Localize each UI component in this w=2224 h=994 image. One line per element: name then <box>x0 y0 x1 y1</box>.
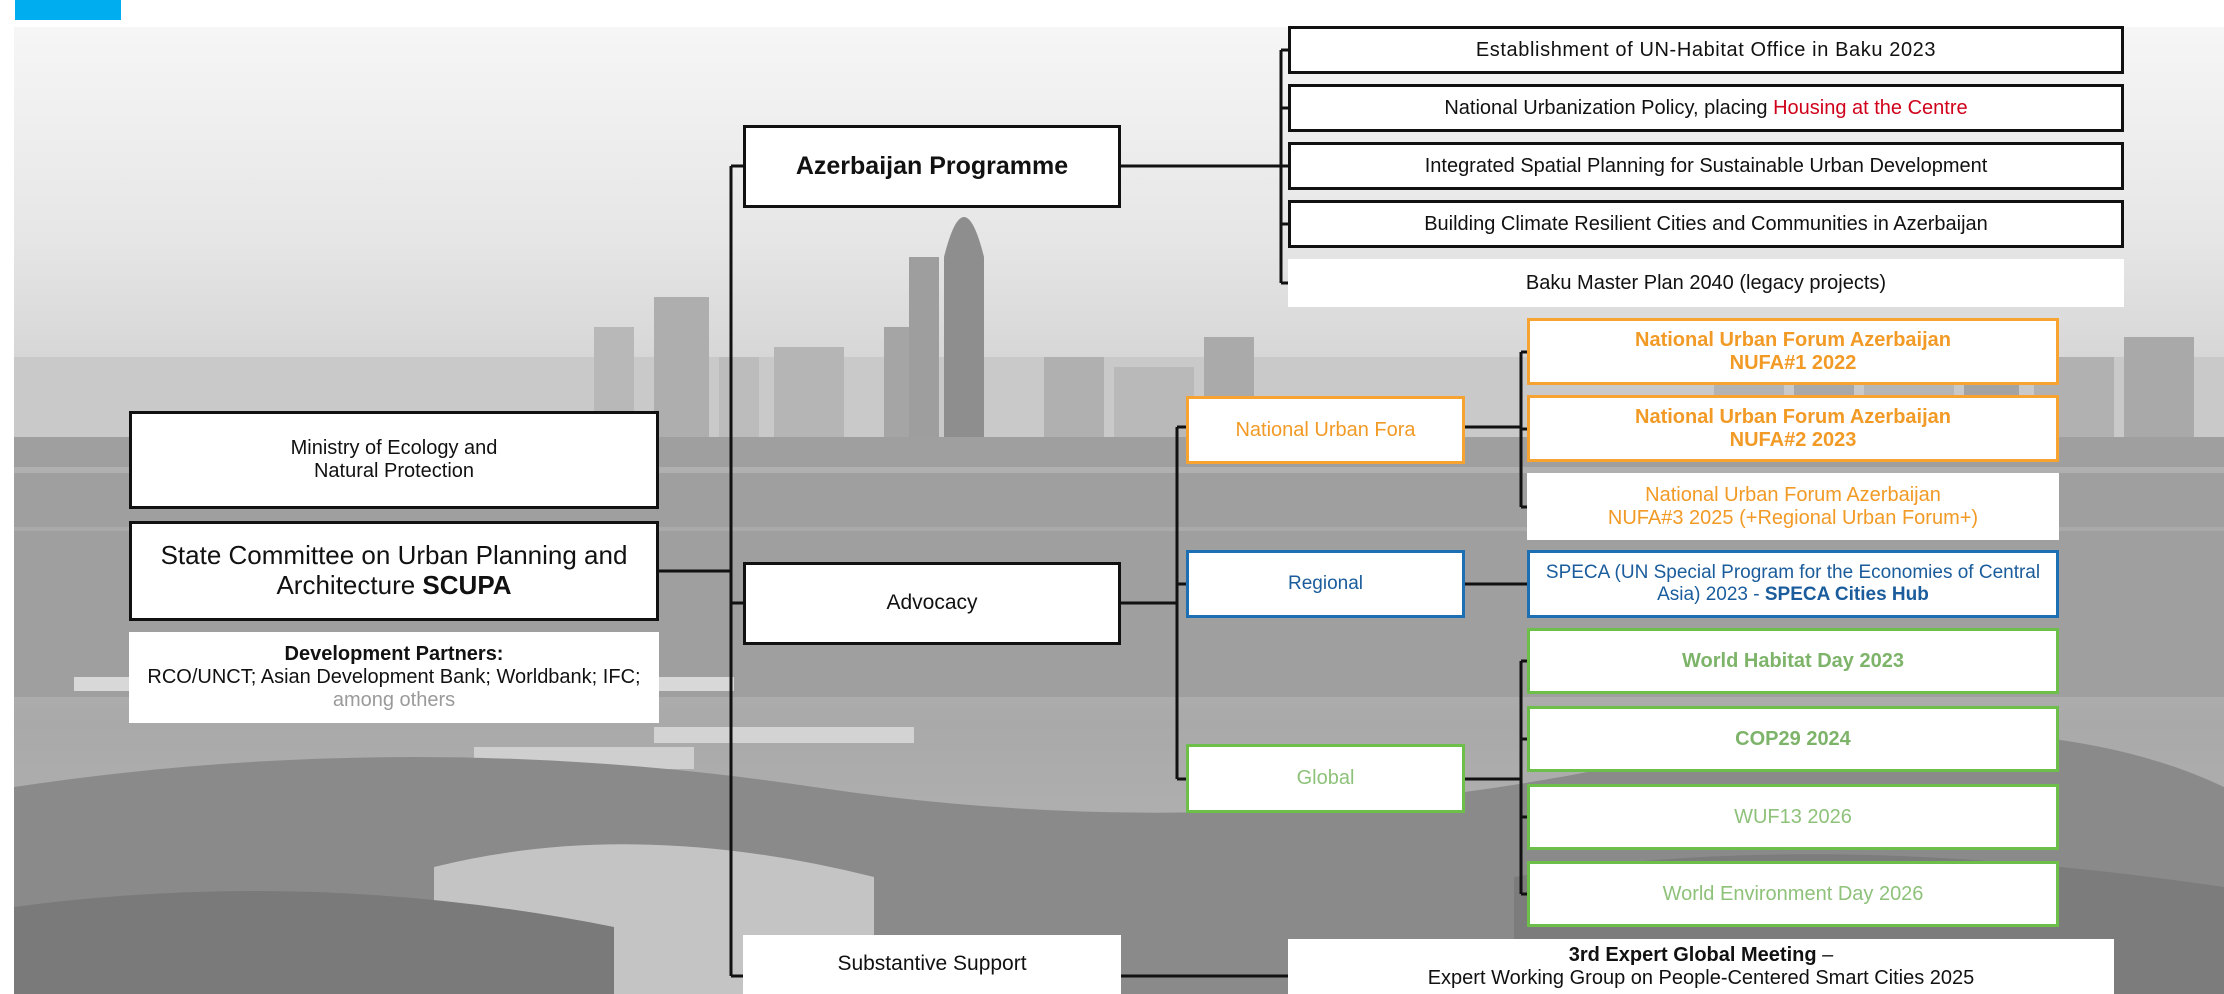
expert-meeting-dash: – <box>1816 943 1834 966</box>
development-partners-box: Development Partners: RCO/UNCT; Asian De… <box>129 632 659 723</box>
wuf13-label: WUF13 2026 <box>1734 805 1852 828</box>
programme-item-spatial-planning-label: Integrated Spatial Planning for Sustaina… <box>1424 154 1988 177</box>
ministry-box: Ministry of Ecology and Natural Protecti… <box>129 411 659 509</box>
scupa-line1: State Committee on Urban Planning and <box>160 540 628 571</box>
global-box: Global <box>1186 744 1465 813</box>
cop29-label: COP29 2024 <box>1735 727 1851 750</box>
cop29-box: COP29 2024 <box>1527 706 2059 772</box>
nufa2-line2: NUFA#2 2023 <box>1729 428 1857 451</box>
nufa3-line2: NUFA#3 2025 (+Regional Urban Forum+) <box>1607 506 1979 529</box>
regional-label: Regional <box>1288 573 1363 595</box>
expert-meeting-line2: Expert Working Group on People-Centered … <box>1427 966 1975 989</box>
programme-item-office: Establishment of UN-Habitat Office in Ba… <box>1288 26 2124 74</box>
scupa-line2: Architecture SCUPA <box>276 570 512 601</box>
accent-bar <box>15 0 121 20</box>
speca-cities-hub: SPECA Cities Hub <box>1764 584 1929 605</box>
speca-box: SPECA (UN Special Program for the Econom… <box>1527 550 2059 618</box>
nufa1-box: National Urban Forum Azerbaijan NUFA#1 2… <box>1527 318 2059 385</box>
programme-item-climate-resilience: Building Climate Resilient Cities and Co… <box>1288 200 2124 248</box>
scupa-box: State Committee on Urban Planning and Ar… <box>129 521 659 621</box>
partners-list: RCO/UNCT; Asian Development Bank; Worldb… <box>147 666 641 688</box>
scupa-acronym: SCUPA <box>422 570 512 600</box>
partners-others: among others <box>332 689 456 711</box>
advocacy-label: Advocacy <box>886 591 978 615</box>
ministry-line2: Natural Protection <box>313 460 475 482</box>
substantive-support-label: Substantive Support <box>837 952 1027 976</box>
ministry-line1: Ministry of Ecology and <box>290 437 498 459</box>
programme-item-urbanization-policy-label: National Urbanization Policy, placing Ho… <box>1444 97 1967 120</box>
expert-meeting-title: 3rd Expert Global Meeting <box>1568 943 1817 966</box>
urbanization-policy-prefix: National Urbanization Policy, placing <box>1444 96 1774 119</box>
programme-label: Azerbaijan Programme <box>795 152 1069 181</box>
nufa1-line2: NUFA#1 2022 <box>1729 351 1857 374</box>
nufa2-line1: National Urban Forum Azerbaijan <box>1635 405 1951 428</box>
advocacy-box: Advocacy <box>743 562 1121 645</box>
wuf13-box: WUF13 2026 <box>1527 784 2059 850</box>
expert-meeting-line1: 3rd Expert Global Meeting – <box>1569 944 1834 967</box>
speca-line2-prefix: Asia) 2023 - <box>1657 584 1765 605</box>
national-urban-fora-box: National Urban Fora <box>1186 396 1465 464</box>
world-environment-day-label: World Environment Day 2026 <box>1662 882 1924 905</box>
world-habitat-day-label: World Habitat Day 2023 <box>1682 649 1904 672</box>
nufa3-box: National Urban Forum Azerbaijan NUFA#3 2… <box>1527 473 2059 540</box>
programme-item-office-label: Establishment of UN-Habitat Office in Ba… <box>1475 38 1937 61</box>
national-urban-fora-label: National Urban Fora <box>1235 418 1416 441</box>
expert-meeting-box: 3rd Expert Global Meeting – Expert Worki… <box>1288 939 2114 994</box>
nufa2-box: National Urban Forum Azerbaijan NUFA#2 2… <box>1527 395 2059 462</box>
programme-item-master-plan-label: Baku Master Plan 2040 (legacy projects) <box>1525 271 1887 294</box>
speca-line1: SPECA (UN Special Program for the Econom… <box>1545 562 2041 584</box>
programme-item-master-plan: Baku Master Plan 2040 (legacy projects) <box>1288 259 2124 307</box>
speca-line2: Asia) 2023 - SPECA Cities Hub <box>1657 584 1929 606</box>
housing-highlight: Housing at the Centre <box>1773 96 1968 119</box>
partners-heading: Development Partners: <box>284 643 504 665</box>
programme-item-urbanization-policy: National Urbanization Policy, placing Ho… <box>1288 84 2124 132</box>
programme-item-climate-resilience-label: Building Climate Resilient Cities and Co… <box>1424 212 1988 235</box>
substantive-support-box: Substantive Support <box>743 935 1121 994</box>
world-habitat-day-box: World Habitat Day 2023 <box>1527 628 2059 694</box>
regional-box: Regional <box>1186 550 1465 618</box>
nufa1-line1: National Urban Forum Azerbaijan <box>1635 328 1951 351</box>
scupa-line2-prefix: Architecture <box>276 570 423 600</box>
global-label: Global <box>1296 767 1355 789</box>
nufa3-line1: National Urban Forum Azerbaijan <box>1645 483 1941 506</box>
world-environment-day-box: World Environment Day 2026 <box>1527 861 2059 927</box>
azerbaijan-programme-box: Azerbaijan Programme <box>743 125 1121 208</box>
programme-item-spatial-planning: Integrated Spatial Planning for Sustaina… <box>1288 142 2124 190</box>
